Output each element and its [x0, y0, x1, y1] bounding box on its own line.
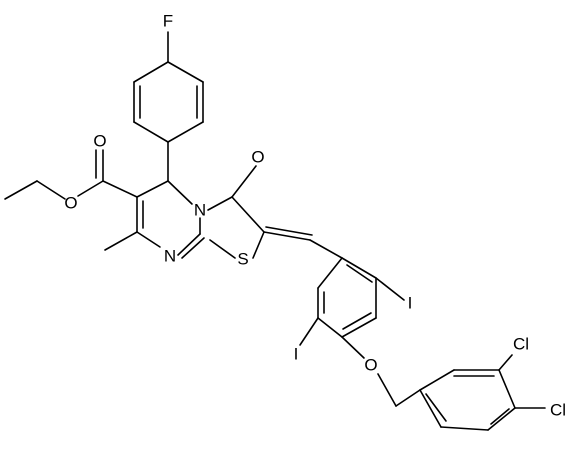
atom-label-chlorine-upper: Cl — [513, 335, 529, 354]
atom-label-carbonyl-oxygen: O — [93, 132, 106, 151]
atom-label-ring-nitrogen: N — [194, 201, 206, 220]
atom-labels: F O O O O N N S I I Cl Cl — [64, 12, 566, 420]
atom-label-ether-oxygen: O — [364, 356, 377, 375]
atom-label-ester-oxygen: O — [64, 194, 77, 213]
atom-label-fluorine: F — [163, 12, 173, 31]
atom-label-chlorine-lower: Cl — [550, 401, 566, 420]
atom-label-thiazolone-oxygen: O — [251, 148, 264, 167]
atom-label-sulfur: S — [237, 250, 248, 269]
bond-lines — [4, 31, 546, 431]
atom-label-imine-nitrogen: N — [164, 247, 176, 266]
atom-label-iodine-right: I — [408, 294, 413, 313]
atom-label-iodine-left: I — [294, 345, 299, 364]
